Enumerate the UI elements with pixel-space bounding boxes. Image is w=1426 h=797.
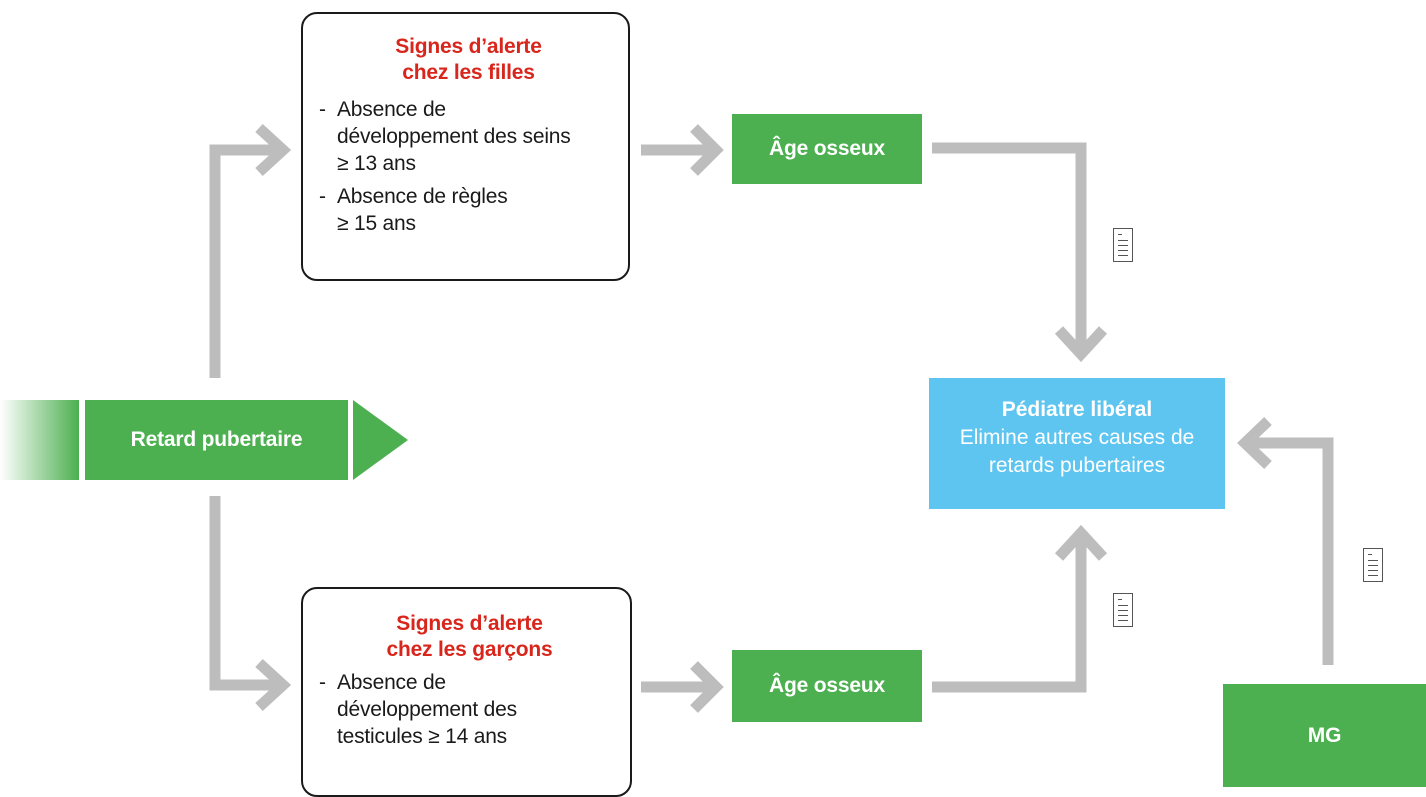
boys-alert-item: Absence de développement des testicules …: [319, 669, 620, 750]
boys-alert-title: Signes d’alerte chez les garçons: [386, 612, 553, 661]
start-node-pointer: [353, 400, 408, 480]
girls-alert-item: Absence de développement des seins ≥ 13 …: [319, 96, 618, 177]
gp-label: MG: [1307, 723, 1342, 747]
girls-alert-list: Absence de développement des seins ≥ 13 …: [319, 96, 618, 237]
bone-age-node-top: Âge osseux: [732, 114, 922, 184]
bone-age-node-bottom: Âge osseux: [732, 650, 922, 722]
pediatrician-node: Pédiatre libéral Elimine autres causes d…: [929, 378, 1225, 509]
arrow-boneage-top-to-pediatrician: [932, 142, 1087, 354]
start-node: Retard pubertaire: [85, 400, 348, 480]
document-icon: [1113, 228, 1133, 262]
arrow-start-to-girls: [209, 144, 285, 378]
boys-alert-list: Absence de développement des testicules …: [319, 669, 620, 750]
start-node-fade: [0, 400, 79, 480]
girls-alert-item: Absence de règles ≥ 15 ans: [319, 183, 618, 237]
start-node-label: Retard pubertaire: [130, 428, 303, 451]
gp-node: MG: [1223, 684, 1426, 787]
girls-alert-title: Signes d’alerte chez les filles: [395, 35, 542, 84]
arrow-boneage-bottom-to-pediatrician: [932, 533, 1087, 693]
arrow-gp-to-pediatrician: [1245, 437, 1334, 665]
pediatrician-desc-line1: Elimine autres causes de: [959, 426, 1195, 449]
pediatrician-desc-line2: retards pubertaires: [988, 454, 1166, 477]
arrow-start-to-boys: [209, 496, 285, 691]
bone-age-top-label: Âge osseux: [769, 137, 885, 160]
document-icon: [1113, 593, 1133, 627]
document-icon: [1363, 548, 1383, 582]
boys-alert-box: Signes d’alerte chez les garçons Absence…: [301, 587, 632, 797]
girls-alert-box: Signes d’alerte chez les filles Absence …: [301, 12, 630, 281]
bone-age-bottom-label: Âge osseux: [769, 674, 885, 697]
pediatrician-title: Pédiatre libéral: [1001, 398, 1153, 421]
